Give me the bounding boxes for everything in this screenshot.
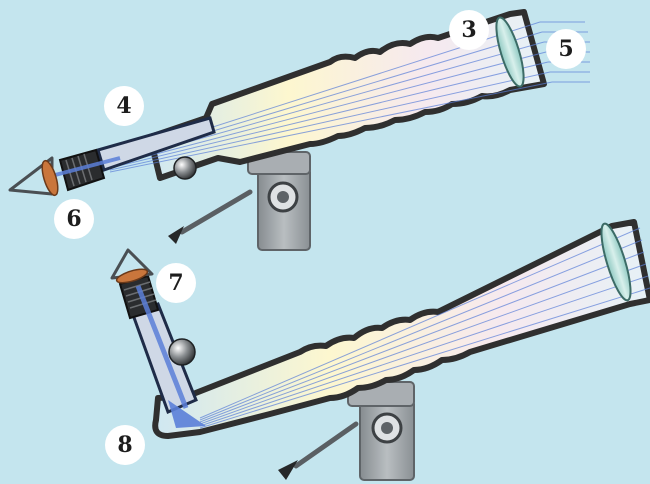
- callout-4: 4: [104, 86, 144, 126]
- bottom-focus-knob: [168, 338, 196, 366]
- top-mount: [168, 151, 311, 251]
- top-tube: [147, 9, 547, 181]
- top-eye-icon: [8, 156, 59, 197]
- bottom-telescope: [110, 219, 650, 481]
- callout-8-text: 8: [117, 432, 133, 458]
- callout-3-text: 3: [461, 17, 477, 43]
- callout-7: 7: [156, 263, 196, 303]
- callout-4-text: 4: [116, 93, 132, 119]
- top-focus-knob: [173, 156, 197, 180]
- bottom-tube: [152, 219, 650, 439]
- callout-7-text: 7: [168, 270, 184, 296]
- top-eyepiece: [35, 116, 216, 192]
- top-objective-lens: [495, 16, 525, 88]
- bottom-light-rays: [199, 227, 650, 429]
- bottom-objective-lens: [600, 222, 632, 302]
- callout-3: 3: [449, 10, 489, 50]
- callout-8: 8: [105, 425, 145, 465]
- bottom-diagonal-eyepiece: [118, 274, 206, 428]
- callout-6-text: 6: [66, 206, 82, 232]
- callout-6: 6: [54, 199, 94, 239]
- bottom-eye-icon: [110, 248, 154, 284]
- callout-5-text: 5: [558, 36, 574, 62]
- top-telescope: [8, 9, 590, 251]
- callout-5: 5: [546, 29, 586, 69]
- bottom-mount: [278, 381, 415, 481]
